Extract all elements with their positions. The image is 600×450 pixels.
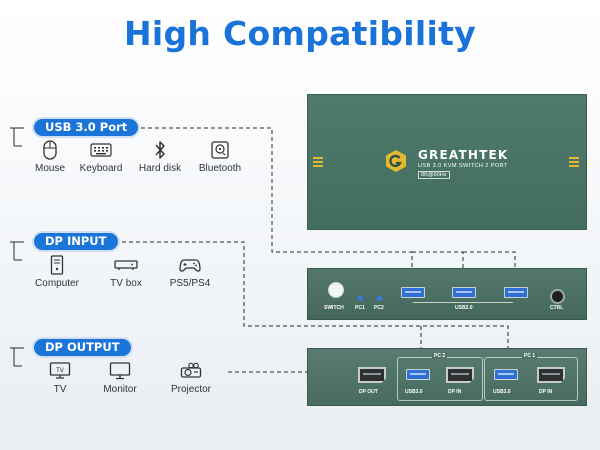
device-label: Mouse [34, 163, 65, 174]
usb-port-1 [401, 287, 425, 298]
device-hard-disk: Hard disk [134, 139, 186, 174]
pc1-dp-in-label: DP IN [539, 389, 553, 395]
grip-right [569, 155, 579, 169]
usb-branch-line-2 [412, 251, 464, 268]
brand-name: GREATHTEK [418, 148, 509, 162]
dp-input-connection-line [115, 241, 509, 348]
device-keyboard: Keyboard [76, 139, 126, 174]
switch-button[interactable] [328, 282, 344, 298]
ctrl-label: CTRL [550, 305, 564, 311]
usb-branch-line-3 [463, 251, 516, 268]
usb-port-label: USB 3.0 Port [34, 119, 139, 136]
pc1-led [358, 296, 363, 301]
mouse-icon [43, 140, 57, 160]
device-mouse: Mouse [32, 139, 68, 174]
device-tv-box: TV box [100, 254, 152, 289]
usb-port-2 [452, 287, 476, 298]
projector-icon [180, 362, 202, 378]
pc1-label: PC1 [355, 305, 365, 311]
pc2-label: PC2 [374, 305, 384, 311]
kvm-switch-top-view: GREATHTEK USB 3.0 KVM SWITCH 2 PORT 8K@6… [307, 94, 587, 230]
pc2-led [377, 296, 382, 301]
device-label: PS5/PS4 [169, 278, 211, 289]
hard-disk-icon [211, 141, 229, 159]
pc1-group-label: PC 1 [522, 353, 538, 359]
device-label: TV [53, 384, 67, 395]
device-label: Bluetooth [198, 163, 242, 174]
tv-icon: TV [49, 362, 71, 379]
usb-label: USB3.0 [455, 305, 473, 311]
svg-text:TV: TV [55, 367, 65, 374]
pc1-dp-in-port [537, 367, 565, 383]
device-label: Computer [35, 278, 79, 289]
device-label: Monitor [103, 384, 137, 395]
kvm-front-panel: SWITCH PC1 PC2 USB3.0 CTRL [307, 268, 587, 320]
usb-connection-line [127, 127, 413, 268]
dp-output-label: DP OUTPUT [34, 339, 131, 356]
pc2-usb-label: USB3.0 [405, 389, 423, 395]
device-label: Projector [170, 384, 211, 395]
tv-box-icon [114, 260, 138, 270]
dp-input-label: DP INPUT [34, 233, 118, 250]
pc2-usb-port [406, 369, 430, 380]
device-label: Keyboard [79, 163, 123, 174]
device-tv: TV TV [40, 360, 80, 395]
device-monitor: Monitor [96, 360, 144, 395]
device-projector: Projector [164, 360, 218, 395]
usb-group-line [413, 302, 513, 303]
bluetooth-icon [155, 141, 165, 159]
computer-tower-icon [50, 255, 64, 275]
gamepad-icon [179, 259, 201, 272]
device-label: TV box [110, 278, 142, 289]
ctrl-port [550, 289, 565, 304]
pc2-dp-in-port [446, 367, 474, 383]
page-title: High Compatibility [123, 14, 477, 53]
pc1-usb-port [494, 369, 518, 380]
device-computer: Computer [28, 254, 86, 289]
keyboard-icon [90, 143, 112, 157]
dp-out-port [358, 367, 386, 383]
pc1-usb-label: USB3.0 [493, 389, 511, 395]
device-ps5-ps4: PS5/PS4 [164, 254, 216, 289]
brand-logo-icon [386, 150, 406, 172]
resolution-badge: 8K@60Hz [418, 171, 450, 179]
usb-port-3 [504, 287, 528, 298]
switch-label: SWITCH [324, 305, 344, 311]
product-subtitle: USB 3.0 KVM SWITCH 2 PORT [418, 163, 508, 169]
pc2-group-label: PC 2 [432, 353, 448, 359]
monitor-icon [109, 362, 131, 380]
grip-left [313, 155, 323, 169]
kvm-back-panel: DP OUT PC 2 USB3.0 DP IN PC 1 USB3.0 DP … [307, 348, 587, 406]
device-bluetooth: Bluetooth [192, 139, 248, 174]
dp-out-label: DP OUT [359, 389, 378, 395]
pc2-dp-in-label: DP IN [448, 389, 462, 395]
device-label: Hard disk [138, 163, 182, 174]
